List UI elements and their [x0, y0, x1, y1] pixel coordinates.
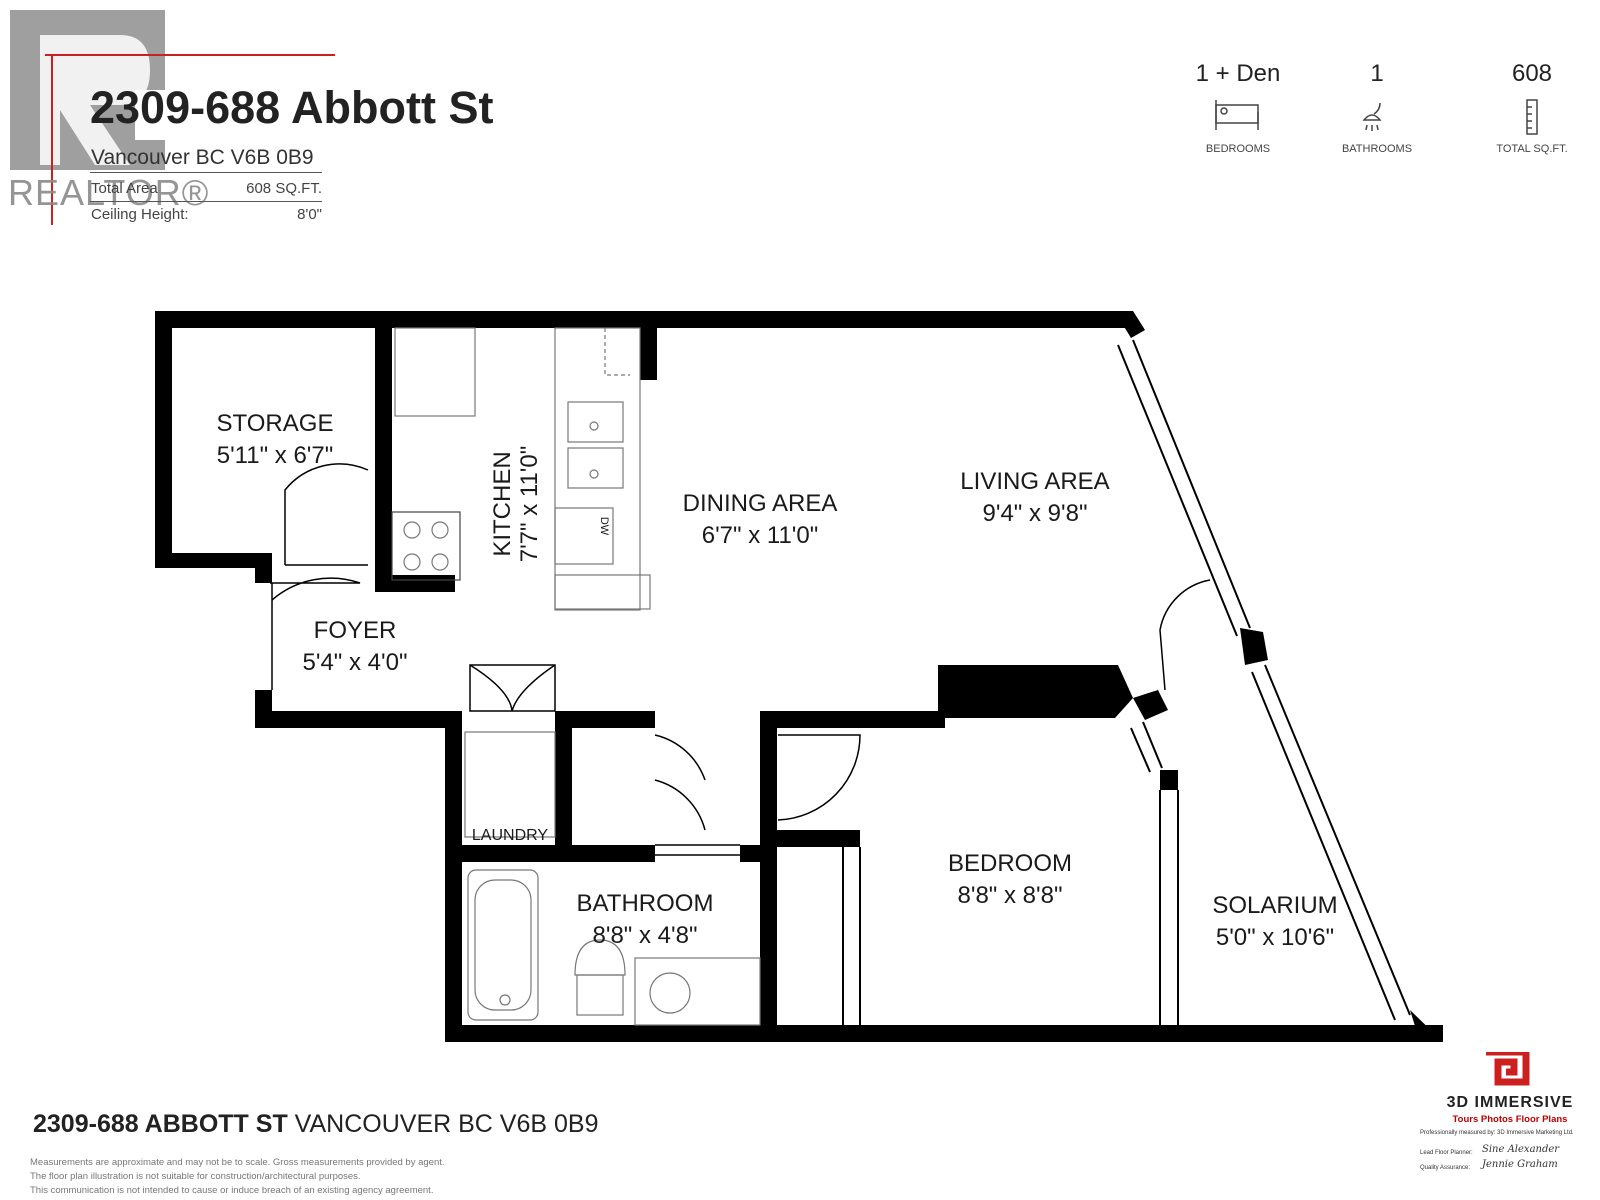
total-area-value: 608 SQ.FT.: [246, 180, 322, 197]
corner-wall: [1410, 1010, 1443, 1042]
bed-icon: [1215, 100, 1259, 130]
room-foyer-dims: 5'4" x 4'0": [302, 649, 408, 676]
room-bedroom-name: BEDROOM: [947, 850, 1072, 877]
realtor-r-mark: [10, 10, 335, 225]
stat-bedrooms-value: 1 + Den: [1195, 60, 1281, 87]
qa-label: Quality Assurance:: [1420, 1165, 1471, 1171]
stat-bedrooms-label: BEDROOMS: [1205, 143, 1271, 155]
realtor-logo: REALTOR®: [0, 0, 350, 230]
ceiling-height-label: Ceiling Height:: [91, 206, 189, 223]
stat-sqft-value: 608: [1511, 60, 1553, 87]
room-bedroom-dims: 8'8" x 8'8": [957, 882, 1063, 909]
qa-signature: Jennie Graham: [1482, 1159, 1558, 1170]
stat-icons: [1215, 99, 1538, 135]
shower-icon: [1362, 102, 1382, 131]
brand-tagline: Tours Photos Floor Plans: [1452, 1114, 1568, 1125]
room-solarium-dims: 5'0" x 10'6": [1215, 924, 1335, 951]
disclaimer-line: This communication is not intended to ca…: [30, 1185, 434, 1196]
room-living-dims: 9'4" x 9'8": [982, 500, 1088, 527]
stat-sqft-label: TOTAL SQ.FT.: [1496, 143, 1568, 155]
room-dining-dims: 6'7" x 11'0": [701, 522, 819, 549]
footer-address: 2309-688 ABBOTT ST VANCOUVER BC V6B 0B9: [33, 1110, 598, 1139]
ruler-icon: [1526, 99, 1538, 135]
doors[interactable]: [270, 463, 1211, 856]
disclaimer: Measurements are approximate and may not…: [30, 1156, 550, 1198]
room-dining-name: DINING AREA: [682, 490, 838, 517]
planner-signature: Sine Alexander: [1482, 1144, 1560, 1155]
brand-name: 3D IMMERSIVE: [1446, 1094, 1574, 1111]
room-solarium-name: SOLARIUM: [1212, 892, 1338, 919]
title-rule: [90, 172, 322, 173]
room-laundry-name: LAUNDRY: [471, 827, 549, 844]
disclaimer-line: Measurements are approximate and may not…: [30, 1157, 445, 1168]
windows: [842, 339, 1411, 1025]
row-rule: [90, 201, 322, 202]
page-title: 2309-688 Abbott St: [90, 82, 494, 133]
brand-note: Professionally measured by: 3D Immersive…: [1420, 1130, 1574, 1136]
footer-address-city: VANCOUVER BC V6B 0B9: [287, 1110, 599, 1138]
room-kitchen-name: KITCHEN: [489, 451, 516, 557]
dishwasher-label: DW: [598, 516, 611, 536]
exterior-walls: [155, 311, 1443, 1042]
room-foyer-name: FOYER: [313, 617, 397, 644]
room-living-name: LIVING AREA: [960, 468, 1110, 495]
interior-walls: [169, 328, 1268, 1041]
room-storage-dims: 5'11" x 6'7": [216, 442, 334, 469]
planner-label: Lead Floor Planner:: [1420, 1150, 1473, 1156]
total-area-label: Total Area: [91, 180, 158, 197]
room-kitchen-dims: 7'7" x 11'0": [516, 445, 543, 563]
bathroom-fixtures: [464, 731, 761, 1026]
ceiling-height-value: 8'0": [297, 206, 322, 223]
stat-bathrooms-label: BATHROOMS: [1341, 143, 1413, 155]
room-storage-name: STORAGE: [216, 410, 334, 437]
city-line: Vancouver BC V6B 0B9: [91, 146, 314, 169]
stat-bathrooms-value: 1: [1370, 60, 1384, 87]
room-bathroom-name: BATHROOM: [576, 890, 714, 917]
room-bathroom-dims: 8'8" x 4'8": [592, 922, 698, 949]
footer-address-street: 2309-688 ABBOTT ST: [33, 1110, 288, 1138]
disclaimer-line: The floor plan illustration is not suita…: [30, 1171, 361, 1182]
brand-logo-icon: [1486, 1052, 1530, 1086]
kitchen-fixtures: [391, 327, 651, 611]
realtor-watermark: REALTOR®: [8, 172, 210, 213]
